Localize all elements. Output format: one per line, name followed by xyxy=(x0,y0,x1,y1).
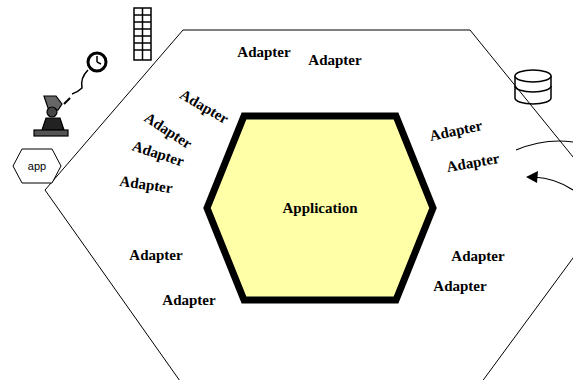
wire xyxy=(516,141,573,190)
arrowhead xyxy=(526,171,538,183)
outer-hexagon-outline xyxy=(45,30,573,380)
adapter-label: Adapter xyxy=(308,53,361,68)
application-label: Application xyxy=(282,200,357,217)
app-hexagon-outline xyxy=(13,149,61,183)
database-icon xyxy=(515,70,551,104)
person-icon xyxy=(34,96,70,136)
application-hexagon-outline xyxy=(207,116,433,300)
adapter-label: Adapter xyxy=(119,174,174,196)
adapter-label: Adapter xyxy=(237,45,290,60)
adapter-label: Adapter xyxy=(129,248,182,263)
building-icon xyxy=(134,8,151,60)
adapter-label: Adapter xyxy=(177,87,231,127)
adapter-label: Adapter xyxy=(445,151,500,175)
adapter-label: Adapter xyxy=(451,249,504,264)
clock-icon xyxy=(72,53,106,94)
app-label: app xyxy=(28,160,46,172)
adapter-label: Adapter xyxy=(433,279,486,294)
adapter-label: Adapter xyxy=(162,293,215,308)
application-hexagon: Application xyxy=(203,112,437,304)
app-hexagon: app xyxy=(12,148,62,184)
adapter-label: Adapter xyxy=(428,118,483,144)
